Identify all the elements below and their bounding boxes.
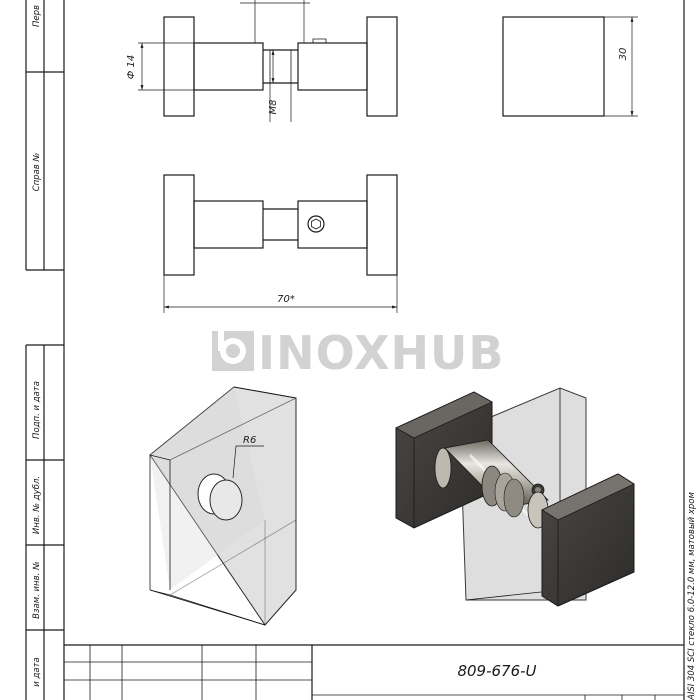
stamp-label-podp: Подп. и дата (32, 381, 42, 439)
title-block: 809-676-U (64, 644, 684, 700)
front-view: Ф 14 M8 (126, 0, 398, 122)
drawing-code: 809-676-U (457, 662, 536, 680)
watermark-text: INOXHUB (258, 326, 504, 380)
watermark: INOXHUB (212, 326, 504, 380)
stamp-label-vzam: Взам. инв. № (32, 561, 42, 619)
dim-length: 70* (277, 294, 295, 305)
top-view: 70* (163, 174, 398, 313)
inoxhub-logo-icon (212, 331, 254, 371)
stamp-label-data: и дата (32, 657, 42, 686)
dim-height: 30 (618, 48, 629, 61)
stamp-label-perv: Перв (32, 5, 42, 27)
side-stamp: Перв Справ № Подп. и дата Инв. № дубл. В… (25, 0, 65, 700)
side-view: 30 (502, 16, 638, 117)
dim-radius: R6 (243, 435, 256, 446)
dim-diameter: Ф 14 (126, 55, 137, 80)
right-frame: AISI 304 SCI стекло 6.0-12.0 мм, матовый… (683, 0, 697, 700)
assembly-isometric (395, 387, 635, 607)
stamp-label-sprav: Справ № (32, 153, 42, 192)
stamp-label-inv-dubl: Инв. № дубл. (32, 476, 42, 534)
glass-isometric: R6 (149, 386, 297, 626)
material-description: AISI 304 SCI стекло 6.0-12.0 мм, матовый… (687, 491, 697, 700)
dim-thread: M8 (268, 100, 279, 115)
